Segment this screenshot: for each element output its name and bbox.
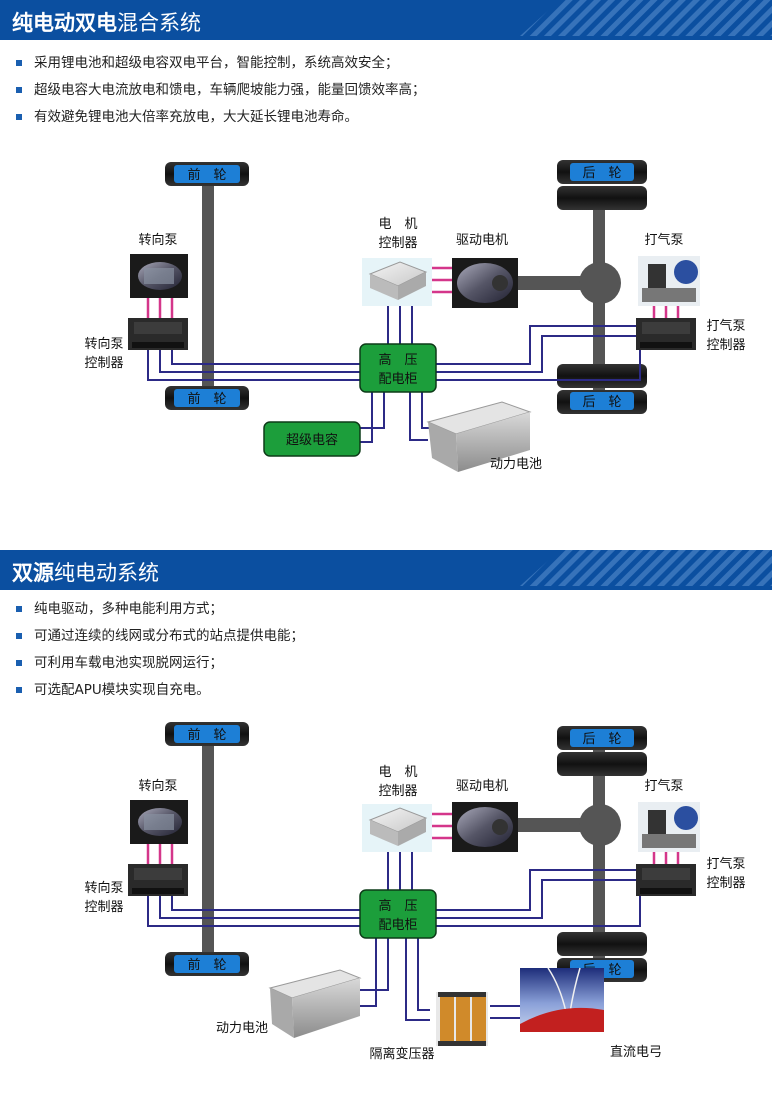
motor-controller-label: 电 机: [378, 217, 417, 232]
drive-shaft: [518, 276, 598, 290]
wiring: [147, 300, 641, 443]
section-title-bold: 纯电动双电: [12, 11, 117, 35]
air-pump-controller-label: 打气泵: [706, 856, 745, 872]
pantograph-image: [520, 967, 604, 1032]
motor-controller-label: 电 机: [378, 765, 417, 780]
air-pump-controller-label: 打气泵: [706, 318, 745, 334]
front-wheel-label: 前 轮: [187, 727, 226, 743]
feature-item: 纯电驱动，多种电能利用方式；: [14, 596, 304, 623]
steering-pump-image: [130, 254, 188, 298]
pink-cables: [146, 812, 680, 864]
air-pump-label: 打气泵: [644, 232, 683, 248]
rear-wheel-bottom: 后 轮: [557, 364, 647, 414]
rear-axle: [593, 750, 605, 960]
feature-item: 超级电容大电流放电和馈电，车辆爬坡能力强，能量回馈效率高；: [14, 77, 426, 104]
differential: [579, 804, 621, 846]
section-title: 双源纯电动系统: [12, 557, 159, 587]
steering-controller-label: 控制器: [84, 356, 123, 371]
rear-wheel-label: 后 轮: [582, 732, 621, 747]
steering-pump-label: 转向泵: [138, 778, 177, 794]
steering-controller-image: [128, 318, 188, 350]
section-title-rest: 混合系统: [117, 11, 201, 35]
super-capacitor: 超级电容: [263, 421, 361, 457]
air-pump-label: 打气泵: [644, 778, 683, 794]
pantograph-label: 直流电弓: [610, 1045, 662, 1060]
front-wheel-top: 前 轮: [165, 722, 249, 746]
banner-background: [0, 550, 772, 590]
super-capacitor-label: 超级电容: [286, 432, 338, 448]
feature-list: 采用锂电池和超级电容双电平台，智能控制，系统高效安全； 超级电容大电流放电和馈电…: [14, 50, 426, 131]
section-hybrid-system: 纯电动双电混合系统 采用锂电池和超级电容双电平台，智能控制，系统高效安全； 超级…: [0, 0, 772, 500]
front-wheel-label: 前 轮: [187, 167, 226, 183]
section-title-rest: 纯电动系统: [54, 561, 159, 585]
front-axle: [202, 742, 214, 952]
drive-motor-image: [452, 802, 518, 852]
rear-wheel-label: 后 轮: [582, 166, 621, 181]
hv-distribution-cabinet: 高 压 配电柜: [359, 889, 437, 939]
rear-wheel-label: 后 轮: [582, 395, 621, 410]
pink-cables: [146, 266, 680, 318]
steering-controller-image: [128, 864, 188, 896]
hv-cabinet-label: 配电柜: [378, 918, 417, 933]
transformer-label: 隔离变压器: [369, 1046, 434, 1062]
hv-distribution-cabinet: 高 压 配电柜: [359, 343, 437, 393]
front-wheel-label: 前 轮: [187, 957, 226, 973]
section-dual-source-system: 双源纯电动系统 纯电驱动，多种电能利用方式； 可通过连续的线网或分布式的站点提供…: [0, 550, 772, 1110]
section-title-bold: 双源: [12, 561, 54, 585]
air-pump-controller-label: 控制器: [706, 338, 745, 353]
front-wheel-bottom: 前 轮: [165, 952, 249, 976]
steering-pump-label: 转向泵: [138, 232, 177, 248]
section-banner: 双源纯电动系统: [0, 550, 772, 590]
steering-controller-label: 控制器: [84, 900, 123, 915]
motor-controller-label: 控制器: [378, 784, 417, 799]
battery-label: 动力电池: [490, 457, 542, 472]
system-diagram: 前 轮 前 轮 后 轮 后 轮: [84, 722, 746, 1062]
motor-controller-image: [362, 804, 432, 852]
rear-wheel-top: 后 轮: [557, 160, 647, 210]
feature-item: 有效避免锂电池大倍率充放电，大大延长锂电池寿命。: [14, 104, 426, 131]
drive-motor-label: 驱动电机: [456, 233, 508, 248]
banner-background: [0, 0, 772, 40]
air-pump-image: [638, 802, 700, 852]
drive-shaft: [518, 818, 598, 832]
hv-cabinet-label: 高 压: [378, 352, 417, 368]
front-wheel-label: 前 轮: [187, 391, 226, 407]
system-diagram: 前 轮 前 轮 后 轮 后 轮: [84, 160, 746, 472]
feature-list: 纯电驱动，多种电能利用方式； 可通过连续的线网或分布式的站点提供电能； 可利用车…: [14, 596, 304, 704]
steering-controller-label: 转向泵: [84, 336, 123, 352]
air-pump-controller-image: [636, 864, 696, 896]
wiring: [147, 850, 641, 1021]
section-title: 纯电动双电混合系统: [12, 7, 201, 37]
rear-wheel-top: 后 轮: [557, 726, 647, 776]
air-pump-controller-label: 控制器: [706, 876, 745, 891]
drive-motor-label: 驱动电机: [456, 779, 508, 794]
motor-controller-image: [362, 258, 432, 306]
front-wheel-bottom: 前 轮: [165, 386, 249, 410]
air-pump-image: [638, 256, 700, 306]
transformer-image: [436, 992, 488, 1046]
hv-cabinet-label: 配电柜: [378, 372, 417, 387]
front-axle: [202, 182, 214, 392]
battery-label: 动力电池: [216, 1021, 268, 1036]
battery-image: [268, 969, 362, 1038]
air-pump-controller-image: [636, 318, 696, 350]
steering-pump-image: [130, 800, 188, 844]
front-wheel-top: 前 轮: [165, 162, 249, 186]
drive-motor-image: [452, 258, 518, 308]
steering-controller-label: 转向泵: [84, 880, 123, 896]
feature-item: 采用锂电池和超级电容双电平台，智能控制，系统高效安全；: [14, 50, 426, 77]
motor-controller-label: 控制器: [378, 236, 417, 251]
battery-image: [426, 401, 532, 472]
feature-item: 可通过连续的线网或分布式的站点提供电能；: [14, 623, 304, 650]
feature-item: 可选配APU模块实现自充电。: [14, 677, 304, 704]
feature-item: 可利用车载电池实现脱网运行；: [14, 650, 304, 677]
differential: [579, 262, 621, 304]
hv-cabinet-label: 高 压: [378, 898, 417, 914]
section-banner: 纯电动双电混合系统: [0, 0, 772, 40]
